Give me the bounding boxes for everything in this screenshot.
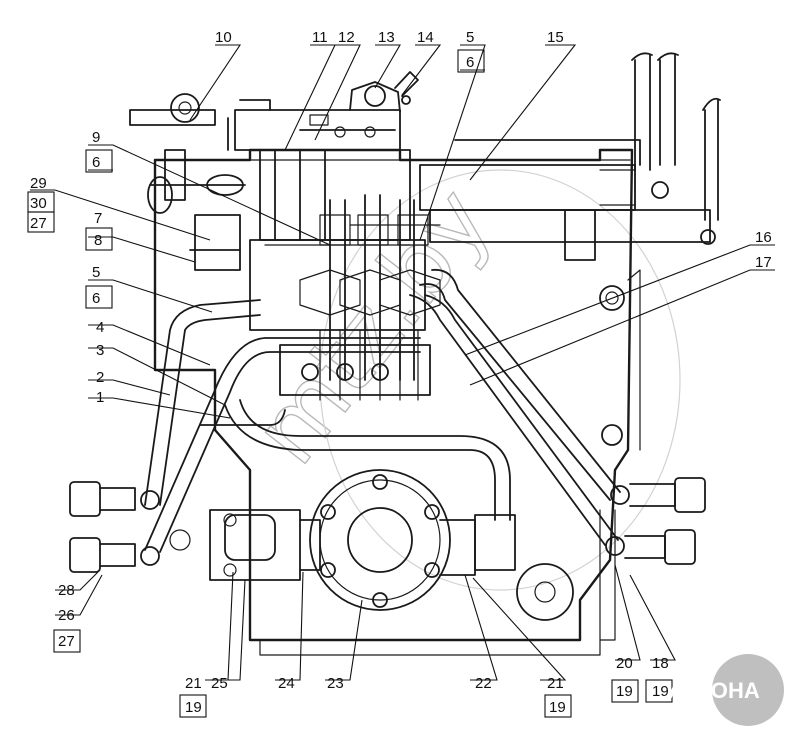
agronka-logo: АГРО НА bbox=[668, 654, 784, 726]
callout-28: 28 bbox=[58, 582, 75, 599]
callout-11: 11 bbox=[312, 29, 328, 46]
callout-5-top: 5 bbox=[466, 29, 474, 46]
callout-27-bottom: 27 bbox=[58, 633, 75, 650]
pump-assembly bbox=[169, 469, 574, 621]
callout-3: 3 bbox=[96, 342, 104, 359]
callout-20: 20 bbox=[616, 655, 633, 672]
callout-19-lower: 19 bbox=[616, 683, 633, 700]
left-fittings bbox=[69, 481, 160, 573]
callout-2: 2 bbox=[96, 369, 104, 386]
vertical-tubes bbox=[631, 52, 721, 221]
callout-24: 24 bbox=[278, 675, 295, 692]
lever-base bbox=[279, 329, 431, 401]
callout-12: 12 bbox=[338, 29, 355, 46]
leader-lines bbox=[30, 44, 775, 681]
callout-labels: 10 11 12 13 14 5 6 15 9 6 29 30 27 7 8 5… bbox=[30, 29, 772, 716]
callout-23: 23 bbox=[327, 675, 344, 692]
breather-cap bbox=[349, 71, 419, 113]
callout-21-left: 21 bbox=[185, 675, 202, 692]
pipes-left bbox=[144, 299, 421, 553]
callout-13: 13 bbox=[378, 29, 395, 46]
callout-19-far-right: 19 bbox=[652, 683, 669, 700]
callout-6-top: 6 bbox=[466, 54, 474, 71]
callout-22: 22 bbox=[475, 675, 492, 692]
callout-30: 30 bbox=[30, 195, 47, 212]
callout-14: 14 bbox=[417, 29, 434, 46]
callout-7: 7 bbox=[94, 210, 102, 227]
valve-block bbox=[249, 149, 426, 331]
callout-16: 16 bbox=[755, 229, 772, 246]
callout-6-left: 6 bbox=[92, 154, 100, 171]
callout-19-right: 19 bbox=[549, 699, 566, 716]
callout-6-left-lower: 6 bbox=[92, 290, 100, 307]
logo-badge: НА bbox=[728, 678, 760, 703]
callout-17: 17 bbox=[755, 254, 772, 271]
loop-pipe bbox=[199, 399, 511, 521]
left-bracket-assembly bbox=[129, 93, 246, 271]
callout-8: 8 bbox=[94, 232, 102, 249]
callout-18: 18 bbox=[652, 655, 669, 672]
cylinder bbox=[419, 139, 716, 261]
logo-text-left: АГРО bbox=[668, 678, 728, 703]
callout-15: 15 bbox=[547, 29, 564, 46]
callout-27-left: 27 bbox=[30, 215, 47, 232]
callout-1: 1 bbox=[96, 389, 104, 406]
callout-19-left: 19 bbox=[185, 699, 202, 716]
top-cover bbox=[227, 99, 401, 151]
callout-29: 29 bbox=[30, 175, 47, 192]
callout-25: 25 bbox=[211, 675, 228, 692]
callout-5-left: 5 bbox=[92, 264, 100, 281]
callout-21-right: 21 bbox=[547, 675, 564, 692]
pipes-right bbox=[409, 268, 621, 546]
callout-9: 9 bbox=[92, 129, 100, 146]
right-fittings bbox=[599, 477, 706, 641]
boxed-label-frames bbox=[27, 49, 673, 718]
callout-26: 26 bbox=[58, 607, 75, 624]
callout-4: 4 bbox=[96, 319, 104, 336]
callout-10: 10 bbox=[215, 29, 232, 46]
